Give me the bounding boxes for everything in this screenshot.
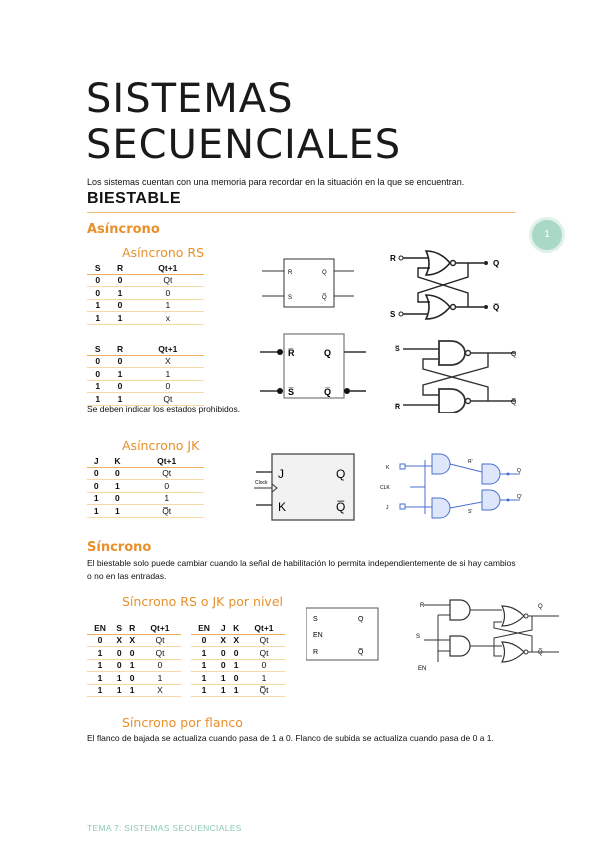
svg-text:S: S bbox=[390, 310, 396, 319]
asincrono-heading: Asíncrono bbox=[87, 222, 160, 237]
title-line-2: SECUENCIALES bbox=[86, 122, 402, 168]
svg-text:S': S' bbox=[468, 509, 472, 515]
svg-text:Q: Q bbox=[358, 616, 364, 623]
svg-text:Q̅: Q̅ bbox=[322, 294, 327, 301]
svg-text:J: J bbox=[386, 505, 389, 511]
svg-text:Q: Q bbox=[511, 351, 517, 358]
svg-text:Clock: Clock bbox=[255, 480, 268, 486]
svg-text:S: S bbox=[416, 634, 420, 640]
asincrono-rs-title: Asíncrono RS bbox=[122, 245, 205, 260]
svg-text:K: K bbox=[386, 465, 390, 471]
jk-flipflop-block-diagram: J K Clock Q Q̅ bbox=[254, 453, 355, 521]
svg-text:Q̅: Q̅ bbox=[493, 303, 499, 312]
svg-text:R̅: R̅ bbox=[394, 403, 400, 411]
svg-text:EN: EN bbox=[418, 666, 426, 672]
svg-text:R: R bbox=[420, 603, 425, 609]
sincrono-nivel-title: Síncrono RS o JK por nivel bbox=[122, 594, 283, 609]
svg-text:S̅: S̅ bbox=[394, 345, 400, 353]
rs-latch-block-diagram: R S Q Q̅ bbox=[262, 258, 354, 308]
svg-text:Q: Q bbox=[493, 259, 499, 268]
sincrono-description: El biestable solo puede cambiar cuando l… bbox=[87, 558, 516, 581]
prohibited-states-note: Se deben indicar los estados prohibidos. bbox=[87, 404, 241, 414]
svg-text:Q: Q bbox=[324, 348, 331, 358]
rs-nand-gate-diagram: S̅ R̅ Q Q̅ bbox=[394, 340, 517, 413]
svg-text:S: S bbox=[313, 616, 318, 623]
intro-text: Los sistemas cuentan con una memoria par… bbox=[87, 177, 465, 187]
rs-nand-latch-block-diagram: R̅ S̅ Q Q̅ bbox=[260, 333, 366, 399]
sync-rs-gate-diagram: R S EN Q Q̅ bbox=[416, 599, 559, 672]
page-footer: TEMA 7: SISTEMAS SECUENCIALES bbox=[87, 823, 242, 833]
svg-text:Q̅: Q̅ bbox=[358, 648, 364, 656]
jk-gate-diagram: K CLK J R' S' Q Q' bbox=[380, 453, 522, 519]
sync-rs-block-diagram: S EN R Q Q̅ bbox=[306, 607, 379, 661]
page-title: SISTEMAS SECUENCIALES bbox=[86, 76, 401, 168]
rs-nor-gate-diagram: R S Q Q̅ bbox=[390, 250, 499, 320]
section-divider bbox=[87, 212, 515, 213]
asincrono-jk-title: Asíncrono JK bbox=[122, 438, 200, 453]
svg-text:Q: Q bbox=[538, 604, 543, 610]
svg-text:CLK: CLK bbox=[380, 485, 390, 491]
svg-text:R: R bbox=[390, 254, 396, 263]
flanco-description: El flanco de bajada se actualiza cuando … bbox=[87, 733, 494, 743]
sincrono-heading: Síncrono bbox=[87, 540, 152, 555]
title-line-1: SISTEMAS bbox=[86, 76, 294, 122]
svg-text:S̅: S̅ bbox=[288, 387, 294, 397]
sincrono-flanco-title: Síncrono por flanco bbox=[122, 715, 243, 730]
svg-text:R: R bbox=[288, 270, 293, 276]
svg-text:Q: Q bbox=[517, 468, 521, 474]
svg-text:R: R bbox=[313, 649, 318, 656]
svg-text:EN: EN bbox=[313, 632, 323, 639]
svg-text:S: S bbox=[288, 295, 292, 301]
svg-text:K: K bbox=[278, 500, 286, 514]
svg-text:J: J bbox=[278, 467, 284, 481]
svg-text:Q: Q bbox=[322, 270, 327, 276]
section-heading: BIESTABLE bbox=[87, 190, 181, 207]
svg-text:Q̅: Q̅ bbox=[324, 387, 331, 397]
svg-text:Q̅: Q̅ bbox=[511, 398, 517, 406]
svg-text:Q̅: Q̅ bbox=[336, 500, 345, 514]
svg-text:Q': Q' bbox=[517, 494, 522, 500]
svg-text:R': R' bbox=[468, 459, 473, 465]
page-number-badge: 1 bbox=[529, 217, 565, 253]
svg-text:Q̅: Q̅ bbox=[538, 649, 543, 656]
svg-text:Q: Q bbox=[336, 467, 345, 481]
svg-text:R̅: R̅ bbox=[288, 348, 295, 358]
